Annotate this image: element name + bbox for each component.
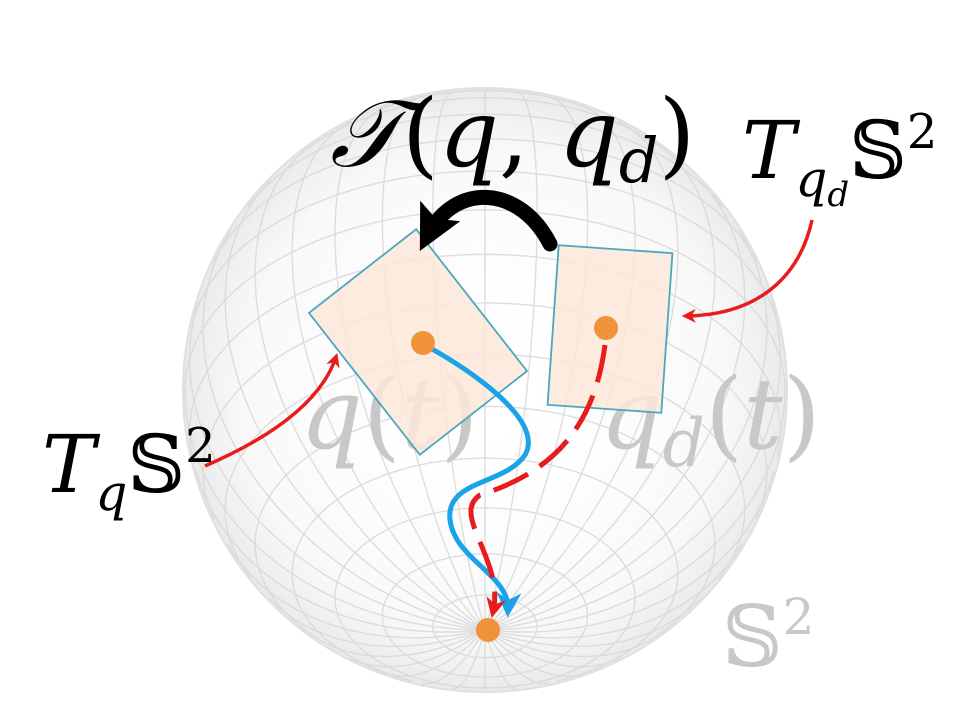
sphere-grid	[184, 89, 786, 690]
trajectory-qd	[468, 344, 608, 618]
sphere-meridian-line	[291, 120, 486, 631]
sphere-meridian-line	[484, 180, 746, 631]
sphere-meridian-line	[202, 229, 486, 631]
sphere-meridian-line	[224, 180, 486, 631]
label-tangent-qd-sub-d: d	[827, 175, 849, 215]
label-tangent-q-exp: 2	[185, 418, 216, 474]
sphere-meridian-line	[421, 629, 486, 685]
label-tangent-qd-S: 𝕊	[849, 104, 907, 197]
point-q	[411, 331, 435, 355]
sphere-meridian-line	[350, 629, 486, 668]
label-tangent-q-S: 𝕊	[127, 418, 185, 511]
pointer-arrow-qd	[681, 219, 814, 323]
label-tangent-qd-exp: 2	[907, 104, 938, 160]
label-transport-close: )	[659, 80, 696, 189]
label-qd-t-close: )	[783, 358, 821, 472]
sphere-meridian-line	[254, 142, 486, 631]
sphere-meridian-line	[226, 543, 486, 639]
label-q-t-q: q	[300, 358, 363, 472]
sphere-meridian-line	[195, 470, 486, 633]
label-transport-qd-sub: d	[619, 124, 659, 197]
sphere-meridian-line	[484, 142, 716, 631]
label-transport-open: (	[402, 80, 439, 189]
trajectory-q	[422, 342, 531, 618]
sphere-meridian-line	[484, 301, 782, 631]
sphere-latitude-line	[291, 457, 679, 682]
sphere-meridian-line	[384, 629, 486, 677]
sphere-meridian-line	[484, 543, 744, 639]
label-tangent-q: Tq𝕊2	[42, 418, 216, 522]
sphere-meridian-line	[184, 389, 486, 631]
sphere-latitude-line	[188, 253, 782, 457]
label-transport-qd-base: q	[559, 80, 619, 189]
sphere-meridian-line	[269, 598, 486, 648]
sphere-meridian-line	[484, 629, 518, 690]
label-tangent-qd-sub-q: q	[795, 150, 827, 208]
transport-arrow	[419, 190, 558, 252]
label-transport-space	[529, 80, 559, 189]
sphere-meridian-line	[484, 629, 662, 658]
sphere-meridian-line	[484, 629, 620, 668]
label-transport: 𝒯(q, qd)	[330, 80, 695, 197]
label-manifold-exp: 2	[783, 588, 815, 646]
sphere-meridian-line	[484, 389, 786, 631]
label-qd-t-open: (	[705, 358, 743, 472]
sphere-meridian-line	[484, 598, 701, 648]
sphere-meridian-line	[484, 629, 586, 677]
point-goal	[476, 618, 500, 642]
label-tangent-q-T: T	[42, 418, 101, 511]
pointer-arrow-q	[204, 353, 340, 468]
label-tangent-qd: Tqd𝕊2	[742, 104, 937, 215]
label-transport-comma: ,	[499, 80, 529, 189]
sphere-meridian-line	[484, 91, 538, 631]
label-qd-t-sub: d	[663, 405, 705, 482]
label-tangent-qd-T: T	[742, 104, 801, 197]
label-transport-q: q	[439, 80, 499, 189]
sphere-meridian-line	[452, 629, 486, 690]
label-qd-t-t: t	[743, 358, 783, 472]
label-manifold-S: 𝕊	[722, 588, 783, 686]
sphere-meridian-line	[484, 229, 768, 631]
label-tangent-q-sub-q: q	[95, 464, 127, 522]
label-manifold: 𝕊2	[722, 588, 814, 686]
sphere-meridian-line	[484, 470, 775, 633]
sphere-meridian-line	[484, 629, 549, 685]
sphere-meridian-line	[188, 301, 486, 631]
point-qd	[594, 316, 618, 340]
sphere-meridian-line	[308, 629, 486, 658]
